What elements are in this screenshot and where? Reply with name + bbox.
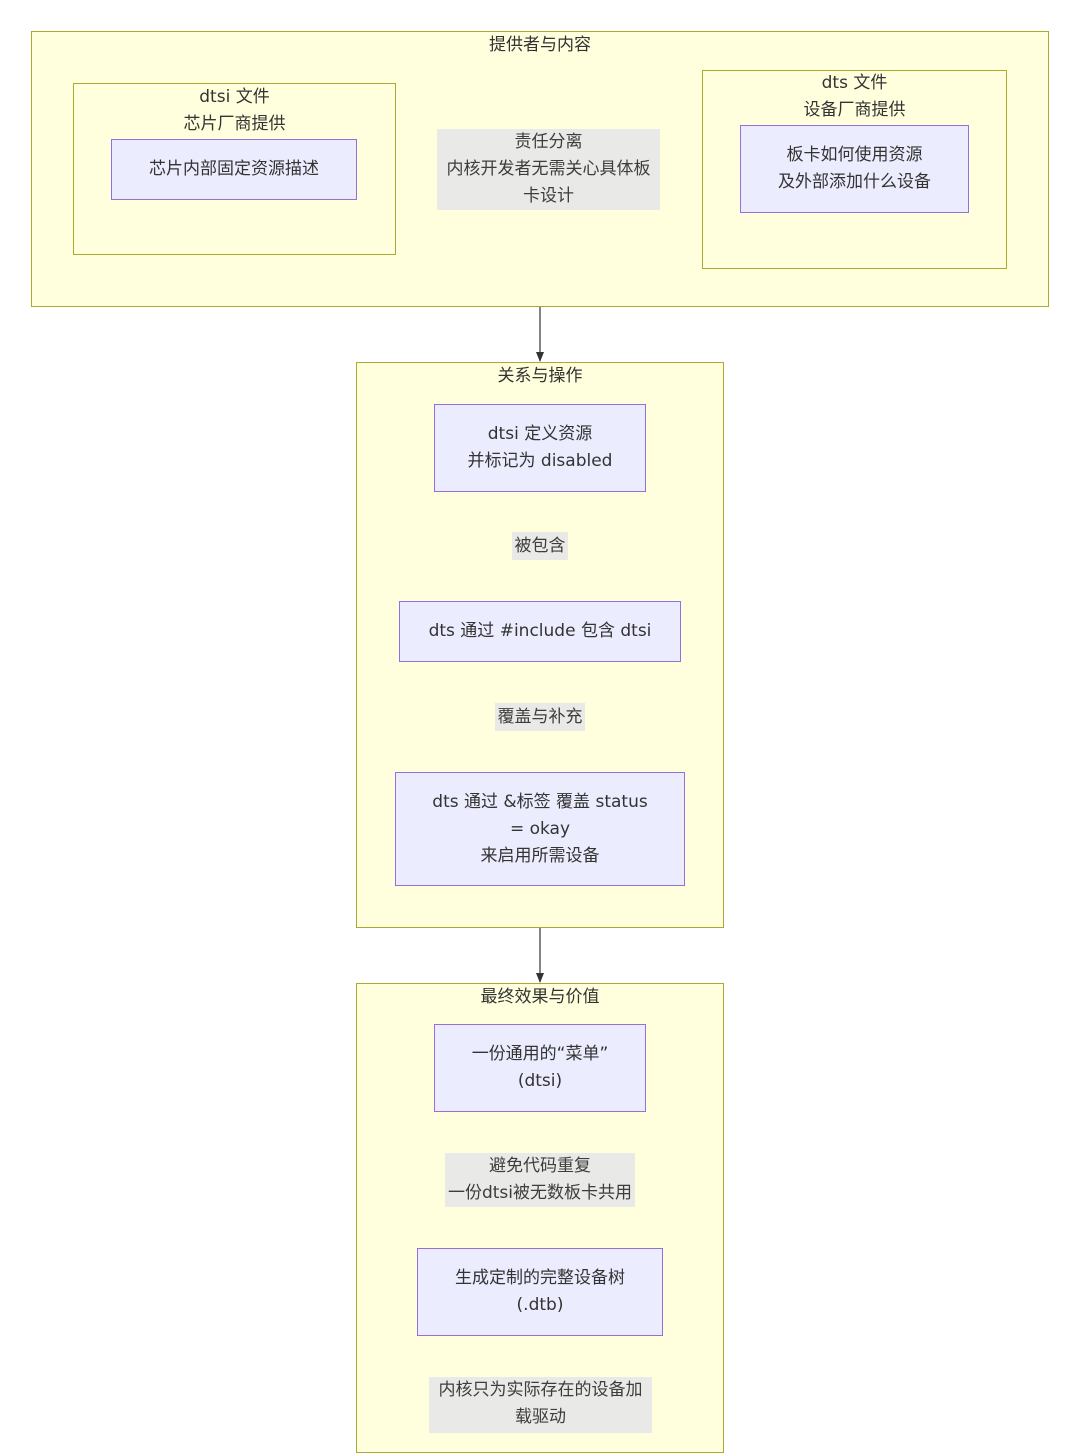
node-chip-resources-label: 芯片内部固定资源描述 <box>149 159 319 179</box>
node-custom-tree: 生成定制的完整设备树 (.dtb) <box>417 1248 663 1336</box>
node-common-menu: 一份通用的“菜单” (dtsi) <box>434 1024 646 1112</box>
node-dts-override-label: dts 通过 &标签 覆盖 status = okay 来启用所需设备 <box>432 791 648 866</box>
node-board-usage: 板卡如何使用资源 及外部添加什么设备 <box>740 125 969 213</box>
cluster-title-results: 最终效果与价值 <box>480 987 600 1007</box>
node-dts-override: dts 通过 &标签 覆盖 status = okay 来启用所需设备 <box>395 772 685 886</box>
node-chip-resources: 芯片内部固定资源描述 <box>111 139 357 200</box>
node-custom-tree-label: 生成定制的完整设备树 (.dtb) <box>455 1268 625 1315</box>
node-dts-include-label: dts 通过 #include 包含 dtsi <box>428 621 652 641</box>
node-dts-include: dts 通过 #include 包含 dtsi <box>399 601 681 662</box>
node-dtsi-define: dtsi 定义资源 并标记为 disabled <box>434 404 646 492</box>
node-dtsi-define-label: dtsi 定义资源 并标记为 disabled <box>467 424 613 471</box>
edge-label-included-text: 被包含 <box>514 535 566 556</box>
edge-label-avoid-duplication-text: 避免代码重复 一份dtsi被无数板卡共用 <box>447 1156 633 1203</box>
cluster-title-dtsi-file: dtsi 文件 芯片厂商提供 <box>183 87 286 134</box>
edge-label-included: 被包含 <box>512 532 568 560</box>
edge-label-load-drivers: 内核只为实际存在的设备加 载驱动 <box>429 1377 652 1433</box>
edge-label-override-supplement-text: 覆盖与补充 <box>497 706 583 727</box>
node-common-menu-label: 一份通用的“菜单” (dtsi) <box>471 1044 609 1091</box>
cluster-title-dts-file: dts 文件 设备厂商提供 <box>803 73 906 120</box>
cluster-title-relations: 关系与操作 <box>497 366 583 386</box>
node-board-usage-label: 板卡如何使用资源 及外部添加什么设备 <box>778 145 931 192</box>
edge-label-override-supplement: 覆盖与补充 <box>495 703 585 731</box>
edge-label-responsibility-text: 责任分离 内核开发者无需关心具体板 卡设计 <box>446 132 651 206</box>
cluster-title-providers: 提供者与内容 <box>489 35 591 55</box>
edge-label-load-drivers-text: 内核只为实际存在的设备加 载驱动 <box>438 1380 643 1427</box>
edge-label-avoid-duplication: 避免代码重复 一份dtsi被无数板卡共用 <box>445 1153 635 1207</box>
edge-label-responsibility: 责任分离 内核开发者无需关心具体板 卡设计 <box>437 129 660 210</box>
